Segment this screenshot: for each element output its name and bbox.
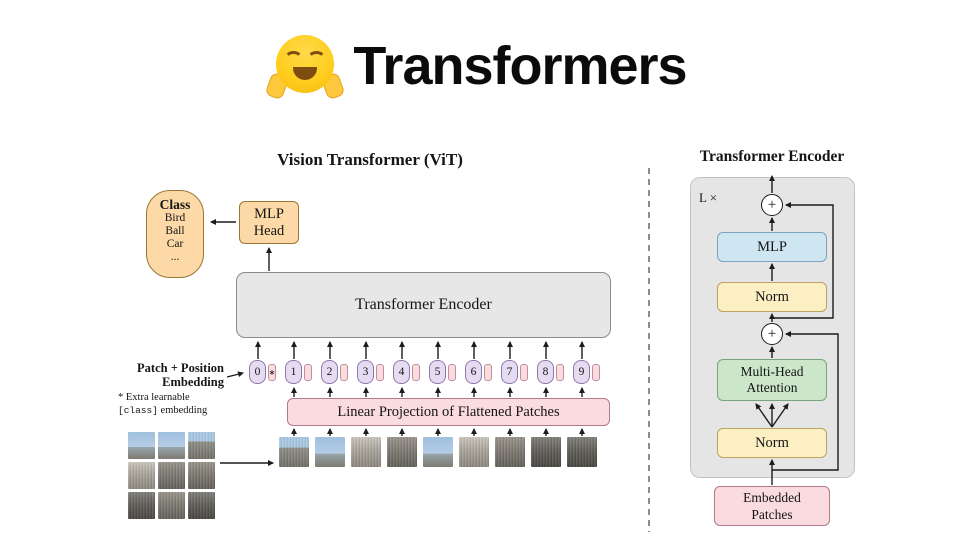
note-line1: * Extra learnable — [118, 392, 190, 403]
image-patch — [495, 437, 525, 467]
image-patch — [279, 437, 309, 467]
patch-embedding-chip — [484, 363, 492, 381]
patch-embedding-chip — [304, 363, 312, 381]
patch-embedding-chip — [412, 363, 420, 381]
image-patch — [459, 437, 489, 467]
eye-right — [307, 51, 327, 68]
image-grid-cell — [158, 492, 185, 519]
token-8: 8 — [537, 360, 564, 384]
encoder-title: Transformer Encoder — [699, 148, 845, 165]
token-4: 4 — [393, 360, 420, 384]
image-patch — [315, 437, 345, 467]
hugging-face-icon — [264, 34, 346, 101]
mlp-head-box: MLP Head — [239, 201, 299, 244]
token-number: 7 — [501, 360, 518, 384]
token-6: 6 — [465, 360, 492, 384]
residual-add-mid plus-icon: + — [761, 323, 783, 345]
patch-embedding-chip — [556, 363, 564, 381]
class-item: Ball — [165, 225, 185, 237]
class-item: Bird — [164, 212, 186, 224]
token-9: 9 — [573, 360, 600, 384]
token-number: 6 — [465, 360, 482, 384]
class-heading: Class — [159, 197, 191, 212]
patch-position-label: Patch + Position Embedding — [137, 361, 224, 389]
norm-lower-box: Norm — [717, 428, 827, 458]
transformer-encoder-box: Transformer Encoder — [236, 272, 611, 338]
image-patch — [387, 437, 417, 467]
patch-embedding-chip — [448, 363, 456, 381]
token-number: 0 — [249, 360, 266, 384]
class-item: Car — [166, 238, 184, 250]
token-number: 1 — [285, 360, 302, 384]
patch-embedding-chip — [520, 363, 528, 381]
eye-left — [284, 51, 304, 68]
patch-embedding-chip — [592, 363, 600, 381]
vit-title: Vision Transformer (ViT) — [277, 150, 463, 169]
token-number: 9 — [573, 360, 590, 384]
image-grid-cell — [128, 492, 155, 519]
app-title: Transformers — [353, 36, 687, 96]
header: Transformers — [0, 34, 960, 101]
image-grid-cell — [188, 492, 215, 519]
multi-head-attention-box: Multi-Head Attention — [717, 359, 827, 401]
image-patch — [351, 437, 381, 467]
image-patch — [531, 437, 561, 467]
image-patch — [423, 437, 453, 467]
norm-upper-box: Norm — [717, 282, 827, 312]
token-number: 8 — [537, 360, 554, 384]
source-image-grid — [128, 432, 215, 519]
class-bubble: Class Bird Ball Car ... — [146, 190, 204, 278]
token-number: 3 — [357, 360, 374, 384]
image-grid-cell — [128, 462, 155, 489]
token-0: 0 ∗ — [249, 360, 276, 384]
class-token-code: [class] — [118, 404, 158, 416]
embedded-patches-box: Embedded Patches — [714, 486, 830, 526]
class-token-star: ∗ — [268, 363, 276, 381]
class-item: ... — [170, 251, 180, 263]
token-number: 2 — [321, 360, 338, 384]
mouth — [293, 67, 318, 80]
loop-count-label: L × — [699, 190, 718, 205]
patch-embedding-chip — [340, 363, 348, 381]
token-3: 3 — [357, 360, 384, 384]
token-7: 7 — [501, 360, 528, 384]
image-grid-cell — [128, 432, 155, 459]
image-patch — [567, 437, 597, 467]
token-number: 4 — [393, 360, 410, 384]
image-grid-cell — [158, 432, 185, 459]
token-1: 1 — [285, 360, 312, 384]
image-grid-cell — [188, 462, 215, 489]
image-grid-cell — [158, 462, 185, 489]
token-2: 2 — [321, 360, 348, 384]
patch-embedding-chip — [376, 363, 384, 381]
residual-add-top plus-icon: + — [761, 194, 783, 216]
encoder-connectors — [755, 175, 839, 485]
token-5: 5 — [429, 360, 456, 384]
image-grid-cell — [188, 432, 215, 459]
mlp-box: MLP — [717, 232, 827, 262]
vit-connectors — [210, 219, 585, 466]
linear-projection-box: Linear Projection of Flattened Patches — [287, 398, 610, 426]
learnable-note: * Extra learnable [class] embedding — [118, 392, 207, 417]
token-number: 5 — [429, 360, 446, 384]
note-line2: [class] embedding — [118, 404, 208, 416]
